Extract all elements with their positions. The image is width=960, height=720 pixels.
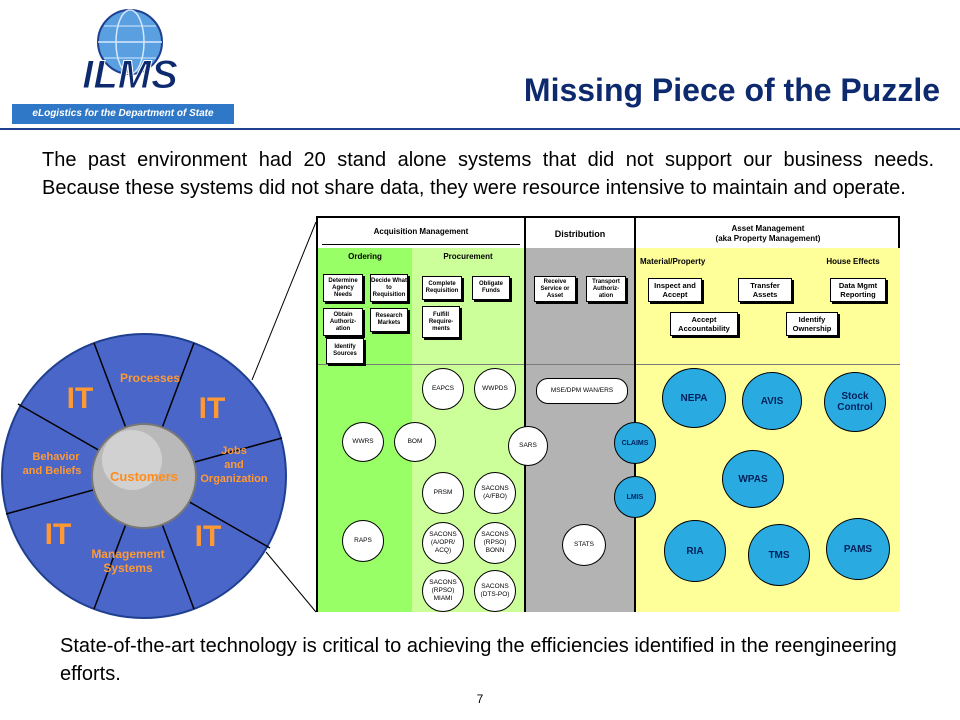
system-prsm: PRSM: [422, 472, 464, 514]
tagline: eLogistics for the Department of State: [12, 104, 234, 124]
box-research-markets: Research Markets: [370, 308, 408, 332]
asset-title: Asset Management (aka Property Managemen…: [715, 224, 821, 243]
ilms-logo: ILMS: [82, 9, 179, 98]
box-inspect-accept: Inspect and Accept: [648, 278, 702, 302]
it-label-3: IT: [45, 518, 72, 551]
process-diagram: Acquisition Management Distribution Asse…: [316, 216, 900, 612]
system-raps: RAPS: [342, 520, 384, 562]
system-wwpds: WWPDS: [474, 368, 516, 410]
box-transfer-assets: Transfer Assets: [738, 278, 792, 302]
system-sacons-dtspo: SACONS (DTS-PO): [474, 570, 516, 612]
it-label-1: IT: [67, 382, 94, 415]
system-sacons-miami: SACONS (RPSO) MIAMI: [422, 570, 464, 612]
box-complete-requisition: Complete Requisition: [422, 276, 462, 300]
box-accept-accountability: Accept Accountability: [670, 312, 738, 336]
page-number: 7: [476, 692, 484, 706]
svg-text:ILMS: ILMS: [82, 53, 178, 97]
distribution-title: Distribution: [554, 229, 606, 239]
ordering-label: Ordering: [348, 252, 382, 261]
house-effects-label: House Effects: [826, 257, 880, 266]
system-wpas: WPAS: [722, 450, 784, 508]
box-identify-sources: Identify Sources: [326, 338, 364, 364]
it-label-4: IT: [195, 520, 222, 553]
system-lmis: LMIS: [614, 476, 656, 518]
system-ria: RIA: [664, 520, 726, 582]
wheel-center-label: Customers: [110, 469, 178, 484]
system-pams: PAMS: [826, 518, 890, 580]
system-sacons-afbo: SACONS (A/FBO): [474, 472, 516, 514]
intro-paragraph: The past environment had 20 stand alone …: [42, 149, 934, 199]
acquisition-title: Acquisition Management: [373, 227, 469, 236]
closing-paragraph: State-of-the-art technology is critical …: [60, 635, 897, 685]
system-claims: CLAIMS: [614, 422, 656, 464]
system-bom: BOM: [394, 422, 436, 462]
box-transport-authorization: Transport Authoriz-ation: [586, 276, 626, 302]
material-label: Material/Property: [640, 257, 706, 266]
box-decide-requisition: Decide What to Requisition: [370, 274, 408, 302]
box-data-mgmt-reporting: Data Mgmt Reporting: [830, 278, 886, 302]
system-nepa: NEPA: [662, 368, 726, 428]
system-sacons-aopr: SACONS (A/OPR/ ACQ): [422, 522, 464, 564]
system-sacons-bonn: SACONS (RPSO) BONN: [474, 522, 516, 564]
system-mse-dpm: MSE/DPM WAN/ERS: [536, 378, 628, 404]
system-eapcs: EAPCS: [422, 368, 464, 410]
segment-processes: Processes: [120, 371, 180, 385]
box-determine-needs: Determine Agency Needs: [323, 274, 363, 302]
system-stats: STATS: [562, 524, 606, 566]
system-stock-control: Stock Control: [824, 372, 886, 432]
procurement-label: Procurement: [443, 252, 493, 261]
box-fulfill-requirements: Fulfill Require-ments: [422, 306, 460, 338]
it-label-2: IT: [199, 392, 226, 425]
system-tms: TMS: [748, 524, 810, 586]
box-identify-ownership: Identify Ownership: [786, 312, 838, 336]
box-receive-service: Receive Service or Asset: [534, 276, 576, 302]
box-obligate-funds: Obligate Funds: [472, 276, 510, 300]
system-sars: SARS: [508, 426, 548, 466]
system-wwrs: WWRS: [342, 422, 384, 462]
page-title: Missing Piece of the Puzzle: [523, 72, 940, 108]
box-obtain-authorization: Obtain Authoriz-ation: [323, 308, 363, 336]
system-avis: AVIS: [742, 372, 802, 430]
